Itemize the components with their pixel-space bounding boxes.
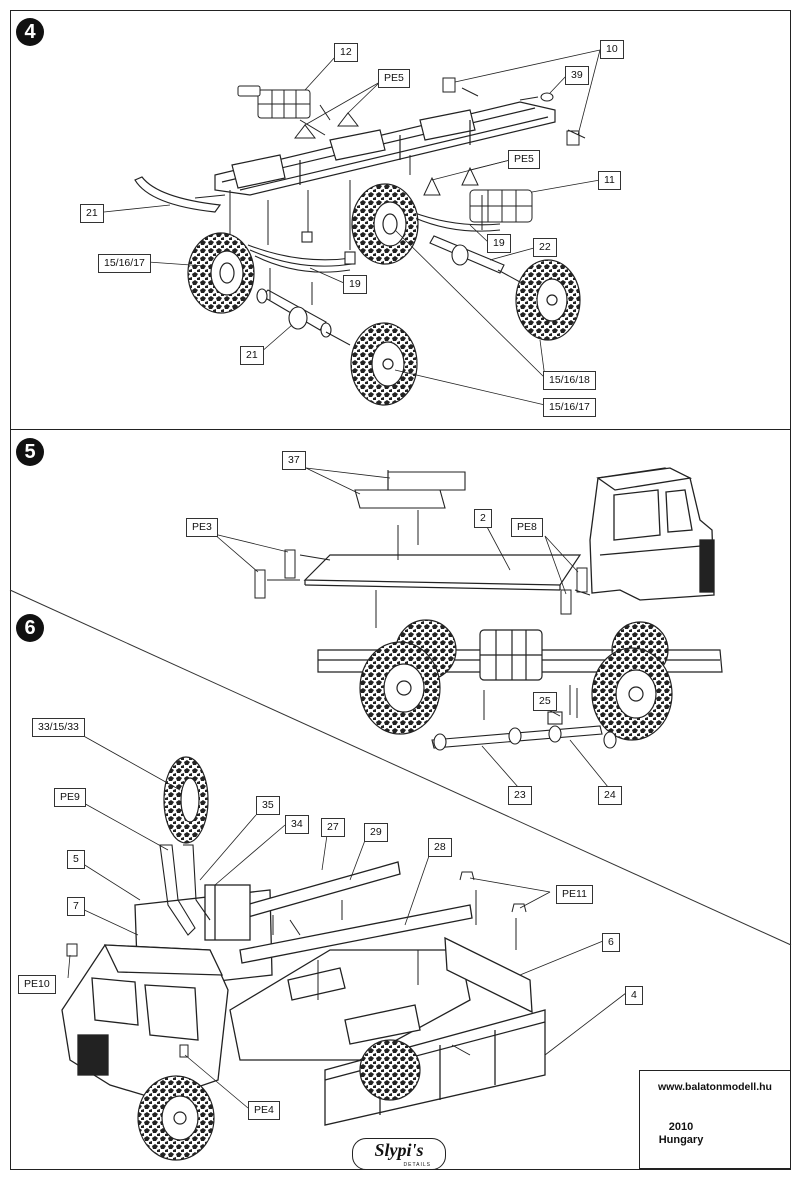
part-label-12: 12 [334,43,358,62]
brand-name: Slypi's [374,1140,424,1160]
step4-chassis-frame [214,101,556,196]
part-label-2: 2 [474,509,492,528]
fuel-tank-12 [237,85,311,119]
part-label-22: 22 [533,238,557,257]
step5-cab [589,467,715,601]
part-label-15-16-18: 15/16/18 [543,371,596,390]
publisher-credit-box: www.balatonmodell.hu 2010 Hungary [639,1070,791,1169]
step6-leaders [67,733,627,1109]
publication-country: Hungary [658,1134,704,1146]
part-label-pe4: PE4 [248,1101,280,1120]
part-label-33-15-33: 33/15/33 [32,718,85,737]
publisher-year-country: 2010 Hungary [650,1121,712,1147]
pe9-bracket [159,844,211,936]
step6-truck [61,861,546,1126]
step-number-6: 6 [16,614,44,642]
part-label-5: 5 [67,850,85,869]
fuel-tank-11 [469,189,533,223]
axles [256,235,505,338]
step5-lower-arrows [483,685,578,720]
part-label-29: 29 [364,823,388,842]
part-label-27: 27 [321,818,345,837]
step5-parts-37 [354,470,466,509]
part-label-pe5-b: PE5 [508,150,540,169]
part-label-15-16-17-b: 15/16/17 [543,398,596,417]
step5-arrows [267,510,591,628]
part-label-21-b: 21 [240,346,264,365]
part-label-21-a: 21 [80,204,104,223]
part-label-15-16-17-a: 15/16/17 [98,254,151,273]
pe5-brackets [293,112,479,196]
brand-subtitle: DETAILS [403,1162,431,1168]
part-label-4: 4 [625,986,643,1005]
step5-leaders [213,467,609,788]
part-label-39: 39 [565,66,589,85]
front-bumper-21 [134,176,222,213]
part-label-25: 25 [533,692,557,711]
part-label-28: 28 [428,838,452,857]
part-label-pe11: PE11 [556,885,593,904]
part-label-6: 6 [602,933,620,952]
parts-10-39 [442,77,580,146]
step-number-4: 4 [16,18,44,46]
part-label-24: 24 [598,786,622,805]
part-label-34: 34 [285,815,309,834]
part-label-23: 23 [508,786,532,805]
step4-wheels [187,183,581,406]
part-label-pe3: PE3 [186,518,218,537]
step6-wheels [137,756,421,1161]
step5-driveshafts [431,711,617,751]
step4-panel [10,10,791,430]
part-label-37: 37 [282,451,306,470]
step5-wheels [359,619,673,741]
pe3-pe8-plates [254,549,588,615]
publication-year: 2010 [668,1121,694,1133]
publisher-url: www.balatonmodell.hu [658,1081,772,1093]
part-label-35: 35 [256,796,280,815]
part-label-pe5-a: PE5 [378,69,410,88]
step-number-5: 5 [16,438,44,466]
part-label-pe10: PE10 [18,975,56,994]
part-label-7: 7 [67,897,85,916]
step5-cargo-bed-2 [303,554,582,591]
part-label-19-b: 19 [343,275,367,294]
part-label-11: 11 [598,171,621,190]
step6-arrows [272,890,517,1056]
part-label-19-a: 19 [487,234,511,253]
part-label-10: 10 [600,40,624,59]
part-label-pe8: PE8 [511,518,543,537]
leaf-springs-19 [247,211,501,273]
part-label-pe9: PE9 [54,788,86,807]
brand-logo: Slypi's DETAILS [352,1138,446,1170]
step4-arrows [194,87,586,346]
step4-leaders [103,49,601,406]
